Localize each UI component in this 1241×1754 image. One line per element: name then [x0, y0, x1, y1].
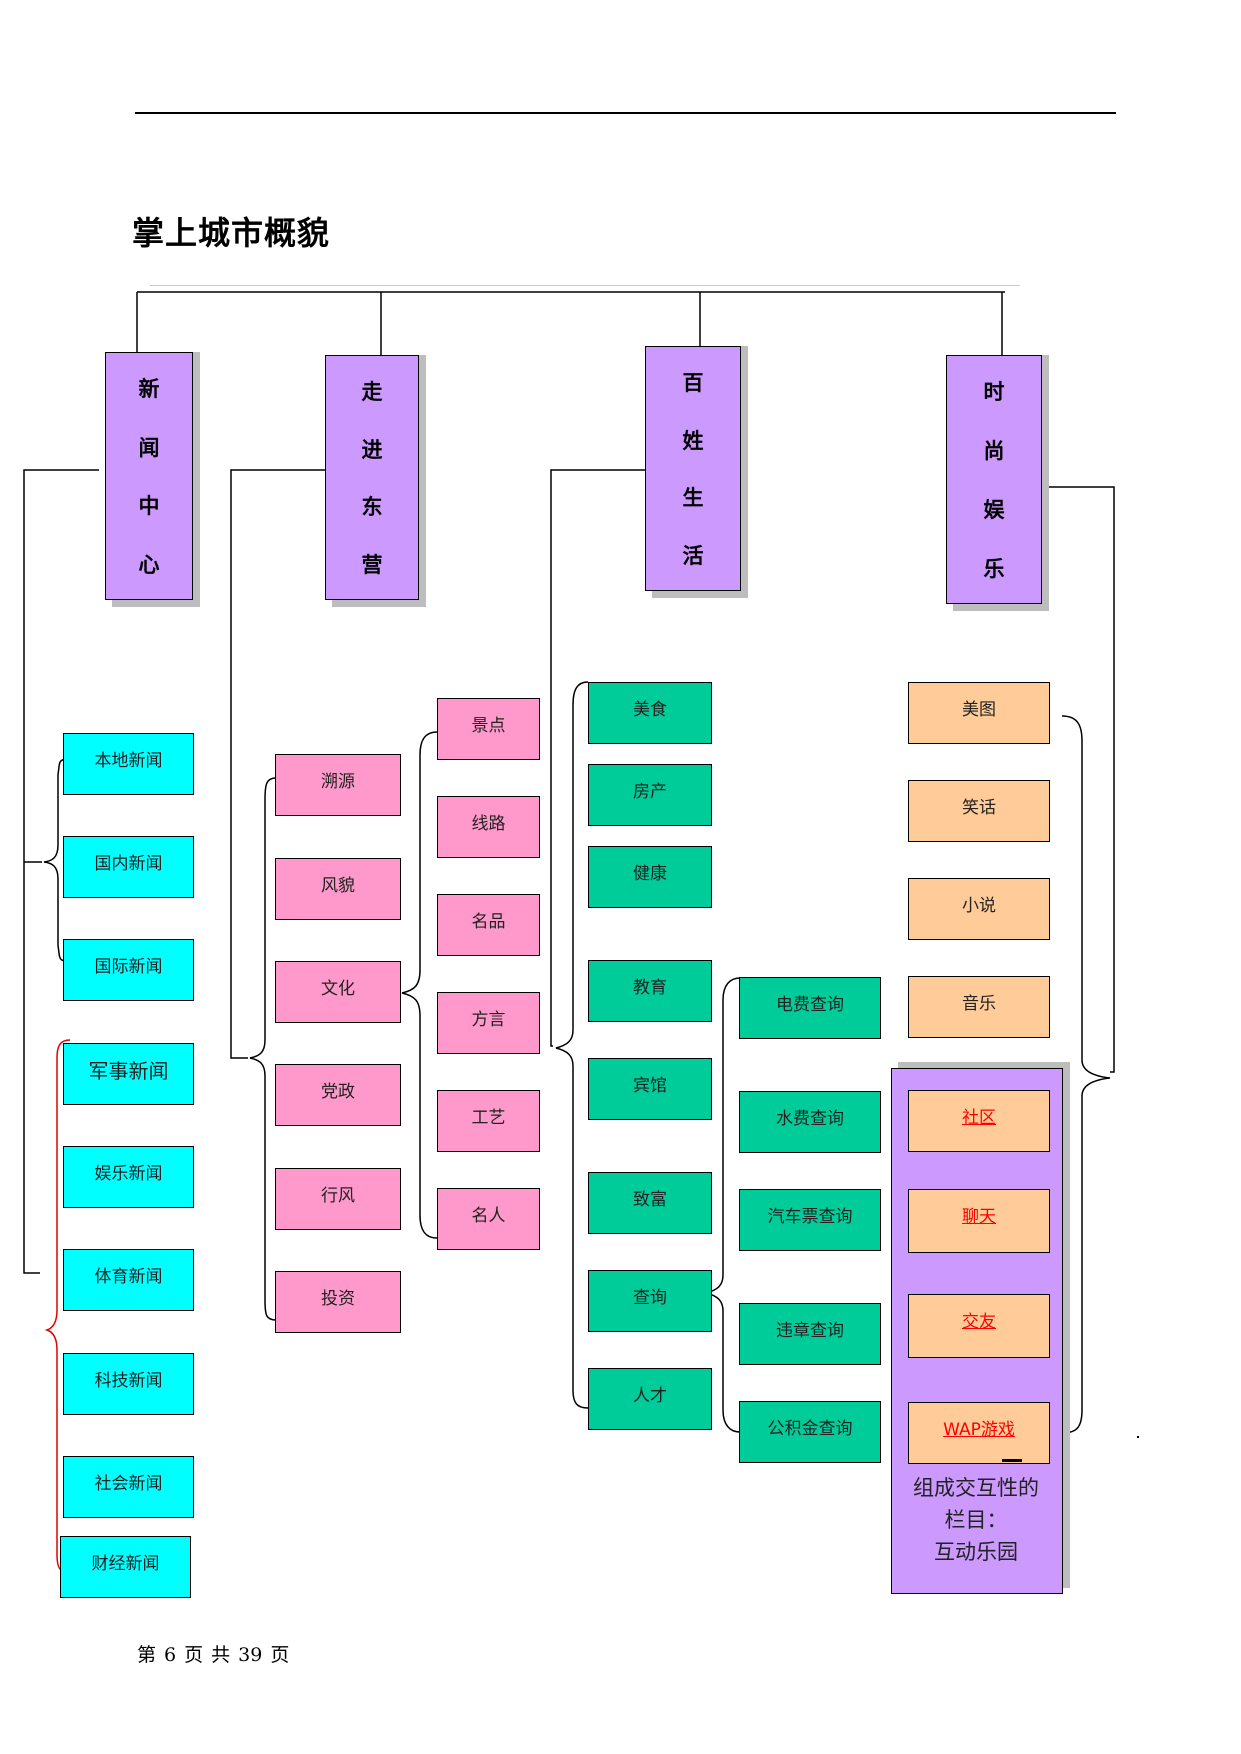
life-item-talent[interactable]: 人才: [588, 1368, 712, 1430]
culture-item-celebrities[interactable]: 名人: [437, 1188, 540, 1250]
community-link[interactable]: 社区: [962, 1108, 996, 1128]
fashion-item-music[interactable]: 音乐: [908, 976, 1050, 1038]
query-item-water[interactable]: 水费查询: [739, 1091, 881, 1153]
header-rule: [135, 112, 1116, 114]
fashion-item-pictures[interactable]: 美图: [908, 682, 1050, 744]
friends-link[interactable]: 交友: [962, 1312, 996, 1332]
stray-dot: [1137, 1436, 1139, 1438]
life-item-education[interactable]: 教育: [588, 960, 712, 1022]
interactive-item-friends[interactable]: 交友: [908, 1294, 1050, 1358]
current-page-number: 6: [164, 1644, 177, 1666]
culture-item-routes[interactable]: 线路: [437, 796, 540, 858]
life-item-query[interactable]: 查询: [588, 1270, 712, 1332]
interactive-item-community[interactable]: 社区: [908, 1090, 1050, 1152]
culture-item-famous-products[interactable]: 名品: [437, 894, 540, 956]
category-daily-life[interactable]: 百 姓 生 活: [645, 346, 741, 591]
title-underline: [150, 285, 1020, 286]
dongying-item-culture[interactable]: 文化: [275, 961, 401, 1023]
page-title: 掌上城市概貌: [132, 214, 331, 252]
dongying-item-origin[interactable]: 溯源: [275, 754, 401, 816]
culture-item-crafts[interactable]: 工艺: [437, 1090, 540, 1152]
interactive-item-chat[interactable]: 聊天: [908, 1189, 1050, 1253]
life-item-wealth[interactable]: 致富: [588, 1172, 712, 1234]
culture-item-dialect[interactable]: 方言: [437, 992, 540, 1054]
news-item-international[interactable]: 国际新闻: [63, 939, 194, 1001]
wap-games-link[interactable]: WAP游戏: [943, 1420, 1015, 1440]
interactive-item-wap-games[interactable]: WAP游戏: [908, 1402, 1050, 1464]
dongying-item-investment[interactable]: 投资: [275, 1271, 401, 1333]
fashion-item-jokes[interactable]: 笑话: [908, 780, 1050, 842]
query-item-bus-ticket[interactable]: 汽车票查询: [739, 1189, 881, 1251]
interactive-note: 组成交互性的 栏目： 互动乐园: [913, 1476, 1039, 1564]
news-item-sports[interactable]: 体育新闻: [63, 1249, 194, 1311]
news-item-entertainment[interactable]: 娱乐新闻: [63, 1146, 194, 1208]
news-item-local[interactable]: 本地新闻: [63, 733, 194, 795]
dongying-item-scenery[interactable]: 风貌: [275, 858, 401, 920]
chat-link[interactable]: 聊天: [962, 1207, 996, 1227]
fashion-item-novels[interactable]: 小说: [908, 878, 1050, 940]
category-news-center[interactable]: 新 闻 中 心: [105, 352, 193, 600]
category-enter-dongying[interactable]: 走 进 东 营: [325, 355, 419, 600]
total-pages: 39: [238, 1644, 263, 1666]
news-item-technology[interactable]: 科技新闻: [63, 1353, 194, 1415]
dongying-item-government[interactable]: 党政: [275, 1064, 401, 1126]
news-item-society[interactable]: 社会新闻: [63, 1456, 194, 1518]
query-item-housing-fund[interactable]: 公积金查询: [739, 1401, 881, 1463]
life-item-food[interactable]: 美食: [588, 682, 712, 744]
query-item-traffic-violation[interactable]: 违章查询: [739, 1303, 881, 1365]
dash-mark: [1002, 1459, 1022, 1462]
culture-item-scenic-spots[interactable]: 景点: [437, 698, 540, 760]
query-item-electricity[interactable]: 电费查询: [739, 977, 881, 1039]
news-item-finance[interactable]: 财经新闻: [60, 1536, 191, 1598]
category-fashion-entertainment[interactable]: 时 尚 娱 乐: [946, 355, 1042, 604]
life-item-real-estate[interactable]: 房产: [588, 764, 712, 826]
news-item-military[interactable]: 军事新闻: [63, 1043, 194, 1105]
dongying-item-conduct[interactable]: 行风: [275, 1168, 401, 1230]
news-item-domestic[interactable]: 国内新闻: [63, 836, 194, 898]
life-item-hotels[interactable]: 宾馆: [588, 1058, 712, 1120]
life-item-health[interactable]: 健康: [588, 846, 712, 908]
